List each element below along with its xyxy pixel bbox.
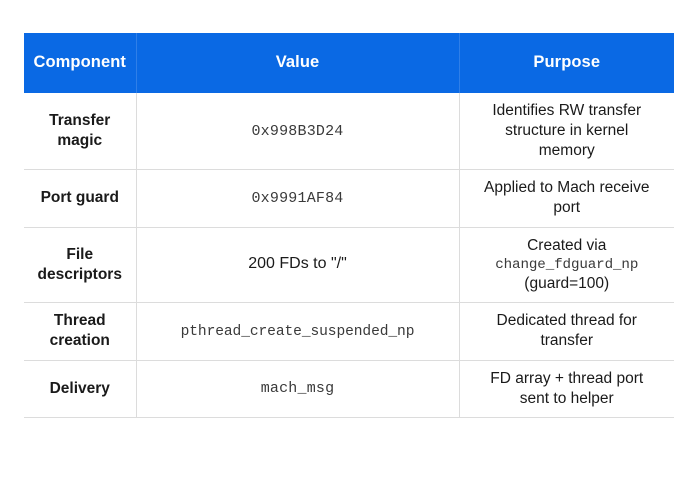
cell-component: Delivery	[24, 359, 137, 418]
table-header: Component Value Purpose	[24, 33, 674, 93]
table-header-row: Component Value Purpose	[24, 33, 674, 93]
table-row: Delivery mach_msg FD array + thread port…	[24, 359, 674, 418]
purpose-line: sent to helper	[519, 389, 614, 407]
table-row: Thread creation pthread_create_suspended…	[24, 302, 674, 361]
cell-component: Transfer magic	[24, 92, 137, 171]
cell-value: 200 FDs to "/"	[136, 226, 460, 304]
cell-purpose: Dedicated thread for transfer	[459, 302, 674, 361]
purpose-line: Dedicated thread for	[496, 312, 637, 330]
cell-value: 0x998B3D24	[136, 92, 460, 171]
purpose-line: Created via	[527, 236, 607, 254]
purpose-line: transfer	[540, 332, 594, 350]
purpose-line: port	[553, 199, 581, 217]
table-body: Transfer magic 0x998B3D24 Identifies RW …	[24, 92, 674, 418]
value-text: pthread_create_suspended_np	[180, 323, 415, 340]
component-value-purpose-table: Component Value Purpose Transfer magic 0…	[24, 33, 674, 418]
cell-purpose: FD array + thread port sent to helper	[459, 359, 674, 418]
purpose-line: memory	[538, 142, 595, 160]
spec-table-container: Component Value Purpose Transfer magic 0…	[24, 33, 674, 418]
table-row: File descriptors 200 FDs to "/" Created …	[24, 226, 674, 304]
purpose-line: Applied to Mach receive	[484, 179, 650, 197]
cell-component: Thread creation	[24, 302, 137, 361]
purpose-line: (guard=100)	[524, 275, 610, 293]
table-row: Transfer magic 0x998B3D24 Identifies RW …	[24, 92, 674, 171]
purpose-line: structure in kernel	[505, 121, 629, 139]
cell-value: 0x9991AF84	[136, 169, 460, 228]
column-header-value: Value	[136, 33, 460, 93]
purpose-line: FD array + thread port	[490, 369, 644, 387]
column-header-component: Component	[24, 33, 137, 93]
value-text: 0x998B3D24	[251, 122, 344, 140]
value-text: 0x9991AF84	[251, 190, 344, 208]
cell-purpose: Created via change_fdguard_np (guard=100…	[459, 226, 674, 304]
cell-component: Port guard	[24, 169, 137, 228]
table-row: Port guard 0x9991AF84 Applied to Mach re…	[24, 169, 674, 228]
cell-value: mach_msg	[136, 359, 460, 418]
cell-purpose: Applied to Mach receive port	[459, 169, 674, 228]
purpose-line-code: change_fdguard_np	[495, 256, 639, 273]
column-header-purpose: Purpose	[459, 33, 674, 93]
cell-value: pthread_create_suspended_np	[136, 302, 460, 361]
value-text: mach_msg	[260, 380, 335, 398]
purpose-line: Identifies RW transfer	[492, 101, 642, 119]
cell-component: File descriptors	[24, 226, 137, 304]
value-text: 200 FDs to "/"	[248, 255, 347, 273]
cell-purpose: Identifies RW transfer structure in kern…	[459, 92, 674, 171]
